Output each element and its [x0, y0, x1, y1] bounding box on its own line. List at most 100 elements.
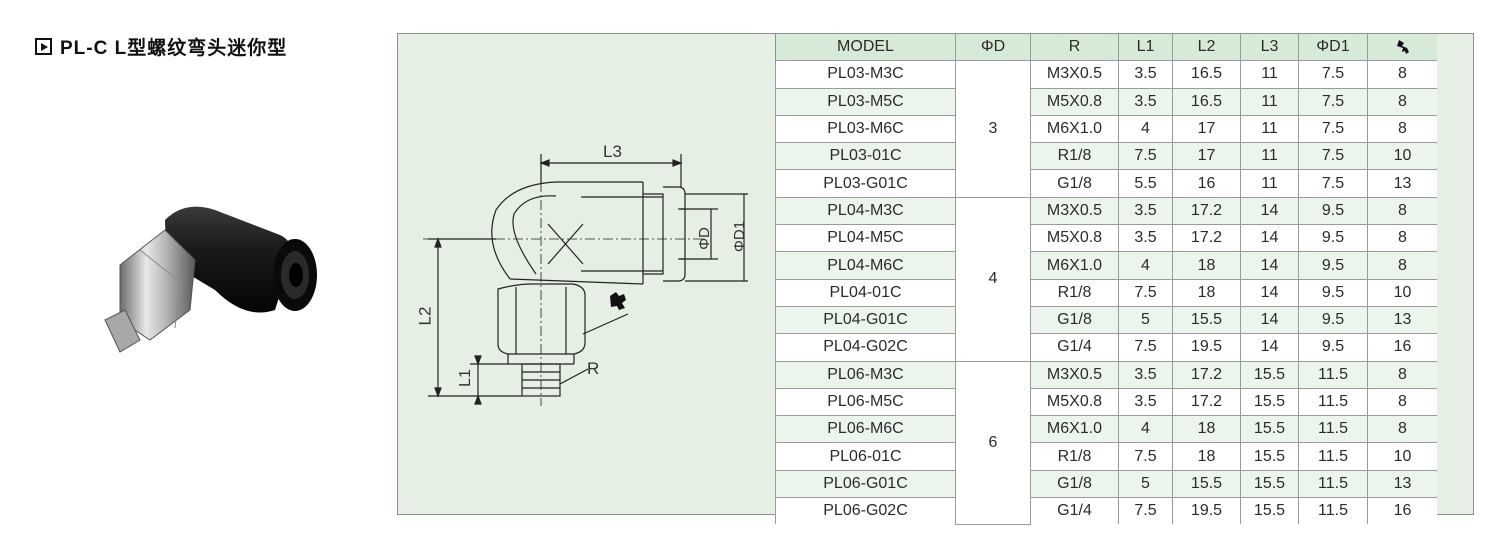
- cell-model: PL03-M5C: [775, 87, 956, 116]
- cell-r: G1/8: [1030, 305, 1119, 335]
- cell-model: PL06-M5C: [775, 387, 956, 417]
- cell-r: M3X0.5: [1030, 196, 1119, 226]
- cell-l1: 3.5: [1118, 360, 1173, 389]
- cell-d1: 9.5: [1298, 196, 1368, 226]
- header-r: R: [1030, 34, 1119, 62]
- cell-l1: 3.5: [1118, 387, 1173, 417]
- cell-l2: 15.5: [1172, 305, 1241, 335]
- product-photo: [104, 206, 317, 353]
- cell-r: R1/8: [1030, 142, 1119, 171]
- cell-w: 13: [1367, 305, 1437, 335]
- cell-w: 13: [1367, 469, 1437, 499]
- cell-d: 4: [955, 196, 1031, 362]
- cell-model: PL06-01C: [775, 442, 956, 471]
- cell-d1: 7.5: [1298, 142, 1368, 171]
- label-l3: L3: [603, 142, 622, 161]
- cell-d1: 11.5: [1298, 415, 1368, 444]
- cell-r: M3X0.5: [1030, 360, 1119, 389]
- cell-model: PL06-M3C: [775, 360, 956, 389]
- cell-l1: 3.5: [1118, 224, 1173, 253]
- cell-model: PL04-G01C: [775, 305, 956, 335]
- cell-l2: 15.5: [1172, 469, 1241, 499]
- cell-l3: 14: [1240, 251, 1299, 280]
- cell-r: M5X0.8: [1030, 387, 1119, 417]
- cell-l3: 11: [1240, 169, 1299, 198]
- cell-l3: 15.5: [1240, 360, 1299, 389]
- cell-r: M6X1.0: [1030, 251, 1119, 280]
- cell-w: 8: [1367, 360, 1437, 389]
- cell-model: PL04-M5C: [775, 224, 956, 253]
- cell-w: 8: [1367, 60, 1437, 89]
- cell-l2: 17: [1172, 114, 1241, 144]
- cell-l2: 18: [1172, 442, 1241, 471]
- play-icon: [35, 38, 52, 55]
- cell-l3: 14: [1240, 305, 1299, 335]
- cell-l2: 16.5: [1172, 60, 1241, 89]
- header-l3: L3: [1240, 34, 1299, 62]
- table-header-row: MODEL ΦD R L1 L2 L3 ΦD1: [775, 34, 1437, 62]
- cell-w: 16: [1367, 333, 1437, 362]
- cell-l1: 5: [1118, 469, 1173, 499]
- cell-d1: 9.5: [1298, 278, 1368, 307]
- cell-l1: 4: [1118, 251, 1173, 280]
- cell-w: 10: [1367, 442, 1437, 471]
- cell-r: R1/8: [1030, 442, 1119, 471]
- cell-r: G1/8: [1030, 169, 1119, 198]
- cell-l1: 3.5: [1118, 60, 1173, 89]
- cell-l2: 16.5: [1172, 87, 1241, 116]
- cell-l1: 7.5: [1118, 333, 1173, 362]
- cell-w: 10: [1367, 278, 1437, 307]
- cell-model: PL04-G02C: [775, 333, 956, 362]
- cell-l2: 19.5: [1172, 333, 1241, 362]
- label-r: R: [587, 359, 600, 378]
- cell-w: 16: [1367, 497, 1437, 525]
- cell-l1: 4: [1118, 114, 1173, 144]
- cell-l3: 11: [1240, 114, 1299, 144]
- cell-l3: 14: [1240, 196, 1299, 226]
- cell-l2: 17.2: [1172, 360, 1241, 389]
- label-l1: L1: [456, 369, 474, 387]
- cell-l3: 11: [1240, 87, 1299, 116]
- cell-d: 3: [955, 60, 1031, 198]
- cell-model: PL03-M6C: [775, 114, 956, 144]
- cell-d: 6: [955, 360, 1031, 525]
- cell-l3: 15.5: [1240, 415, 1299, 444]
- section-title: PL-C L型螺纹弯头迷你型: [35, 33, 287, 60]
- cell-w: 8: [1367, 224, 1437, 253]
- wrench-mark: [610, 292, 626, 310]
- cell-model: PL04-01C: [775, 278, 956, 307]
- cell-l2: 17.2: [1172, 387, 1241, 417]
- cell-w: 10: [1367, 142, 1437, 171]
- cell-l1: 3.5: [1118, 87, 1173, 116]
- cell-l3: 14: [1240, 333, 1299, 362]
- cell-l2: 18: [1172, 415, 1241, 444]
- cell-w: 13: [1367, 169, 1437, 198]
- cell-r: M5X0.8: [1030, 87, 1119, 116]
- cell-d1: 9.5: [1298, 224, 1368, 253]
- cell-d1: 11.5: [1298, 469, 1368, 499]
- cell-d1: 11.5: [1298, 442, 1368, 471]
- cell-l3: 15.5: [1240, 442, 1299, 471]
- cell-model: PL03-01C: [775, 142, 956, 171]
- cell-l3: 15.5: [1240, 497, 1299, 525]
- cell-r: G1/4: [1030, 497, 1119, 525]
- header-l1: L1: [1118, 34, 1173, 62]
- cell-d1: 11.5: [1298, 387, 1368, 417]
- cell-d1: 11.5: [1298, 497, 1368, 525]
- label-l2: L2: [415, 306, 435, 326]
- cell-l2: 18: [1172, 278, 1241, 307]
- cell-r: M6X1.0: [1030, 415, 1119, 444]
- cell-model: PL04-M3C: [775, 196, 956, 226]
- cell-l1: 7.5: [1118, 142, 1173, 171]
- cell-w: 8: [1367, 415, 1437, 444]
